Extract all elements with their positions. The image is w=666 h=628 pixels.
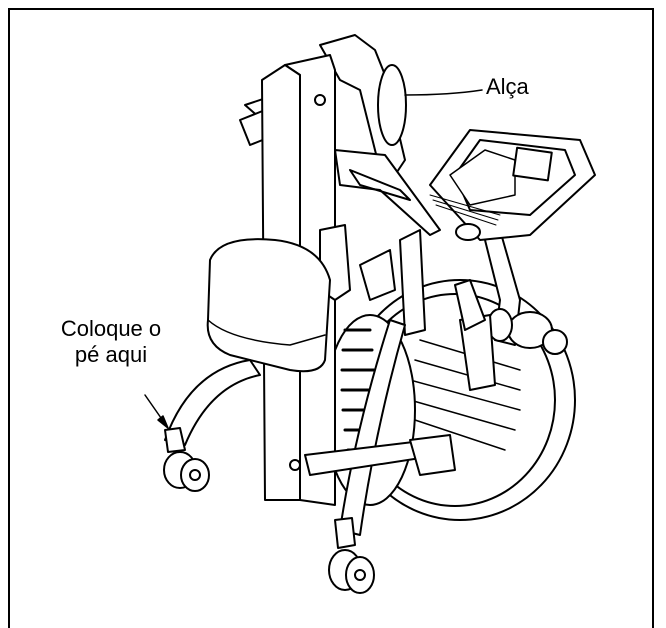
seat (206, 238, 331, 373)
diagram-frame (8, 8, 654, 628)
handle-label: Alça (486, 74, 529, 99)
lower-frame (304, 279, 496, 476)
console (429, 129, 596, 241)
foot-arrowhead (157, 415, 169, 429)
rear-stabilizer-leg (328, 319, 406, 594)
resistance-knob (484, 229, 568, 355)
foot-placement-label: Coloque o pé aqui (60, 316, 162, 367)
leader-lines (144, 89, 483, 429)
handle-leader (404, 89, 483, 96)
rail-upright-back (319, 34, 407, 176)
front-stabilizer-leg (163, 359, 261, 492)
